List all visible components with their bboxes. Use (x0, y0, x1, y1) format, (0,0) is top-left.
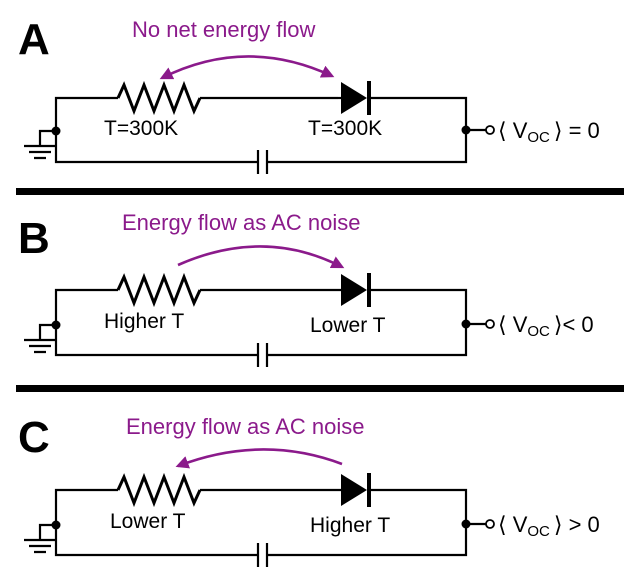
resistor-symbol (116, 472, 202, 508)
wire-bottom (54, 130, 468, 164)
voc-readout: ⟨ VOC⟩< 0 (498, 312, 594, 340)
energy-flow-arrow (177, 245, 345, 269)
capacitor-icon (256, 343, 269, 367)
diode-label: Lower T (310, 314, 386, 337)
resistor-label: Higher T (104, 310, 184, 333)
capacitor-icon (256, 543, 269, 567)
ground-symbol-icon (24, 129, 56, 160)
energy-flow-arrow (175, 448, 343, 469)
voc-readout: ⟨ VOC⟩ = 0 (498, 118, 600, 146)
wire-top-left (54, 96, 118, 131)
circuit (24, 80, 495, 174)
energy-flow-arrow (159, 55, 335, 80)
resistor-label: Lower T (110, 510, 186, 533)
panel-a: A No net energy flow T=300K T=300K ⟨ VOC… (18, 15, 600, 174)
circuit (24, 472, 495, 567)
panel-caption: Energy flow as AC noise (126, 414, 364, 439)
output-terminal-icon (485, 519, 495, 529)
diode-anode-icon (341, 82, 367, 114)
panel-caption: No net energy flow (132, 17, 316, 42)
panel-b: B Energy flow as AC noise Higher T Lower… (18, 210, 594, 367)
divider-bc (16, 385, 624, 392)
capacitor-icon (256, 150, 269, 174)
divider-ab (16, 188, 624, 195)
diode-anode-icon (341, 274, 367, 306)
panel-caption: Energy flow as AC noise (122, 210, 360, 235)
panel-letter: B (18, 214, 50, 263)
panel-letter: C (18, 413, 50, 462)
resistor-symbol (116, 272, 202, 308)
ground-symbol-icon (24, 323, 56, 354)
wire-top-right (369, 96, 468, 130)
diode-label: Higher T (310, 514, 390, 537)
circuit (24, 272, 495, 367)
resistor-label: T=300K (104, 117, 178, 140)
diode-anode-icon (341, 474, 367, 506)
ground-symbol-icon (24, 523, 56, 554)
voc-readout: ⟨ VOC⟩ > 0 (498, 512, 600, 540)
output-terminal-icon (485, 125, 495, 135)
panel-letter: A (18, 15, 50, 64)
resistor-symbol (116, 80, 202, 116)
diode-label: T=300K (308, 117, 382, 140)
panel-c: C Energy flow as AC noise Lower T Higher… (18, 413, 600, 567)
output-terminal-icon (485, 319, 495, 329)
